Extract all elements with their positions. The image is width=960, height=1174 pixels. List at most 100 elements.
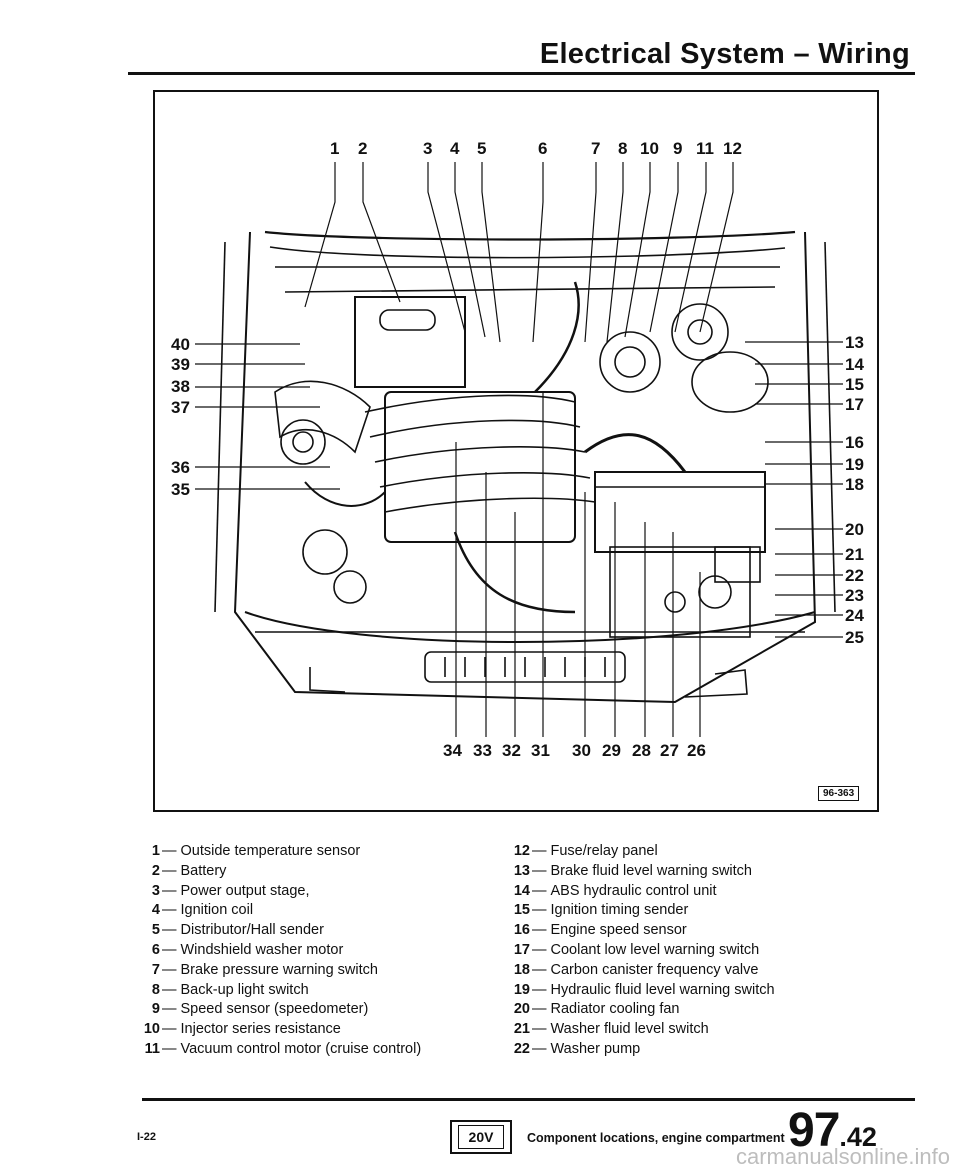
legend-number: 7 xyxy=(151,961,160,978)
legend-item: 15—Ignition timing sender xyxy=(510,901,775,921)
callout-right: 23 xyxy=(845,586,864,605)
legend-text: Power output stage, xyxy=(180,882,310,899)
callout-top: 4 xyxy=(450,139,460,158)
legend-item: 4—Ignition coil xyxy=(140,901,421,921)
legend-text: Windshield washer motor xyxy=(180,941,344,958)
legend-number: 1 xyxy=(151,843,160,859)
callout-bottom: 30 xyxy=(572,741,591,760)
engine-badge: 20V xyxy=(450,1120,512,1154)
legend-item: 9—Speed sensor (speedometer) xyxy=(140,1000,421,1020)
legend-item: 22—Washer pump xyxy=(510,1040,775,1060)
legend-item: 5—Distributor/Hall sender xyxy=(140,921,421,941)
callout-right: 14 xyxy=(845,355,864,374)
page-number-minor: .42 xyxy=(839,1122,877,1152)
legend-number: 19 xyxy=(513,981,530,998)
callout-top: 11 xyxy=(696,139,714,158)
callout-top: 1 xyxy=(330,139,339,158)
legend-text: Brake fluid level warning switch xyxy=(550,862,752,879)
legend-number: 15 xyxy=(513,902,530,919)
legend-number: 10 xyxy=(143,1021,160,1038)
legend-number: 2 xyxy=(151,862,160,879)
legend-text: Radiator cooling fan xyxy=(550,1001,680,1018)
callout-top: 3 xyxy=(423,139,432,158)
legend-number: 13 xyxy=(513,862,530,879)
legend-item: 2—Battery xyxy=(140,862,421,882)
callout-right: 19 xyxy=(845,455,864,474)
footer-rule xyxy=(142,1098,915,1101)
legend-number: 6 xyxy=(151,941,160,958)
callout-right: 15 xyxy=(845,375,864,394)
legend-number: 20 xyxy=(513,1001,530,1018)
callout-left: 39 xyxy=(171,355,190,374)
legend-number: 22 xyxy=(513,1040,530,1057)
watermark: carmanualsonline.info xyxy=(735,1144,950,1169)
page-number: 97.42 xyxy=(788,1103,877,1158)
figure-id: 96-363 xyxy=(818,786,860,801)
callout-left: 35 xyxy=(171,480,190,499)
page-title: Electrical System – Wiring xyxy=(539,38,910,70)
legend-number: 16 xyxy=(513,922,530,939)
legend-text: Ignition timing sender xyxy=(550,902,689,919)
callout-right: 21 xyxy=(845,545,864,564)
page-number-major: 97 xyxy=(788,1104,840,1157)
legend-item: 16—Engine speed sensor xyxy=(510,921,775,941)
callout-left: 37 xyxy=(171,398,190,417)
legend-text: Outside temperature sensor xyxy=(180,843,361,859)
legend-item: 19—Hydraulic fluid level warning switch xyxy=(510,981,775,1001)
legend-item: 14—ABS hydraulic control unit xyxy=(510,882,775,902)
callout-top: 9 xyxy=(673,139,682,158)
legend-text: Ignition coil xyxy=(180,902,254,919)
callout-left: 38 xyxy=(171,377,190,396)
callout-right: 13 xyxy=(845,333,864,352)
callout-right: 22 xyxy=(845,566,864,585)
callout-leaders xyxy=(195,162,843,737)
engine-drawing xyxy=(214,230,836,704)
callout-right: 18 xyxy=(845,475,864,494)
header-rule xyxy=(128,72,915,75)
legend-text: Washer pump xyxy=(550,1040,641,1057)
legend-item: 6—Windshield washer motor xyxy=(140,941,421,961)
callout-bottom: 34 xyxy=(443,741,462,760)
legend-text: Hydraulic fluid level warning switch xyxy=(550,981,775,998)
legend-item: 11—Vacuum control motor (cruise control) xyxy=(140,1040,422,1060)
legend-text: Coolant low level warning switch xyxy=(550,941,760,958)
callout-top: 7 xyxy=(591,139,600,158)
legend-number: 5 xyxy=(151,922,160,939)
callout-bottom: 33 xyxy=(473,741,492,760)
callout-bottom: 31 xyxy=(531,741,550,760)
legend-text: Injector series resistance xyxy=(180,1021,341,1038)
legend-text: Distributor/Hall sender xyxy=(180,922,324,939)
callout-top: 6 xyxy=(538,139,547,158)
callout-top: 10 xyxy=(640,139,659,158)
legend-number: 3 xyxy=(151,882,160,899)
legend-item: 20—Radiator cooling fan xyxy=(510,1000,775,1020)
legend-number: 21 xyxy=(513,1021,530,1038)
callout-top: 8 xyxy=(618,139,627,158)
legend-item: 10—Injector series resistance xyxy=(140,1020,421,1040)
legend-number: 11 xyxy=(144,1040,160,1057)
legend-item: 7—Brake pressure warning switch xyxy=(140,961,421,981)
legend-number: 12 xyxy=(513,843,530,859)
legend-item: 17—Coolant low level warning switch xyxy=(510,941,775,961)
legend-text: Engine speed sensor xyxy=(550,922,687,939)
legend-number: 4 xyxy=(151,902,160,919)
legend-item: 21—Washer fluid level switch xyxy=(510,1020,775,1040)
legend-number: 18 xyxy=(513,961,530,978)
legend-text: Back-up light switch xyxy=(180,981,309,998)
legend-text: Battery xyxy=(180,862,227,879)
callout-bottom: 32 xyxy=(502,741,521,760)
callout-right: 25 xyxy=(845,628,864,647)
legend-left-column: 1—Outside temperature sensor 2—Battery 3… xyxy=(140,842,421,1060)
legend-number: 14 xyxy=(513,882,530,899)
callout-top: 2 xyxy=(358,139,367,158)
callout-right: 24 xyxy=(845,606,864,625)
callout-right: 20 xyxy=(845,520,864,539)
callout-right: 16 xyxy=(845,433,864,452)
callout-right: 17 xyxy=(845,395,864,414)
callout-bottom: 26 xyxy=(687,741,706,760)
callout-left: 40 xyxy=(171,335,190,354)
badge-label: 20V xyxy=(457,1125,505,1149)
legend-number: 17 xyxy=(513,941,530,958)
legend-right-column: 12—Fuse/relay panel 13—Brake fluid level… xyxy=(510,842,775,1060)
footer-caption: Component locations, engine compartment xyxy=(527,1131,785,1145)
